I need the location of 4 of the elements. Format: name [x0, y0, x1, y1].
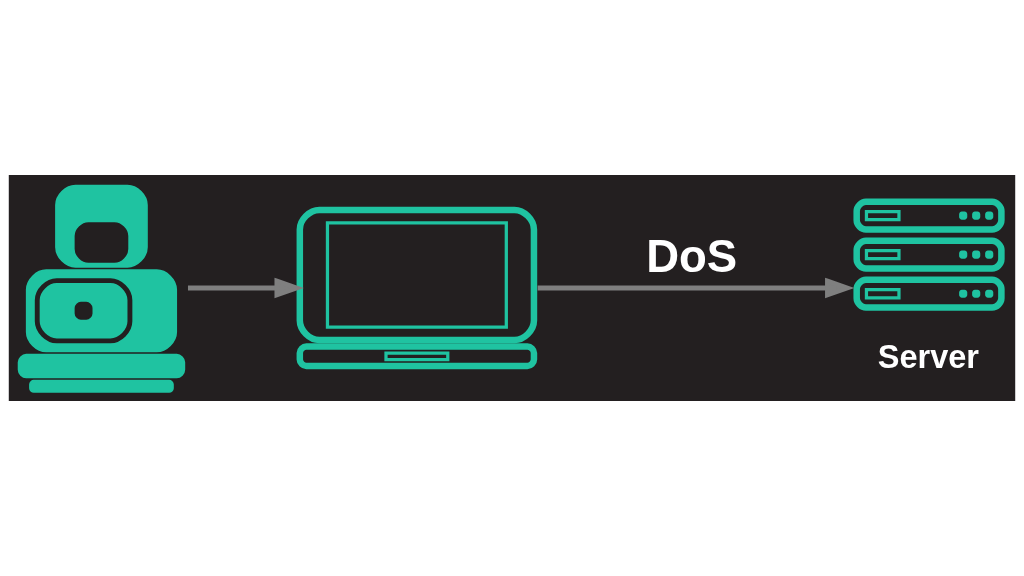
arrow — [537, 277, 855, 299]
node-label: Server — [877, 338, 980, 375]
edge-label: DoS — [646, 231, 738, 283]
arrow — [187, 277, 304, 299]
